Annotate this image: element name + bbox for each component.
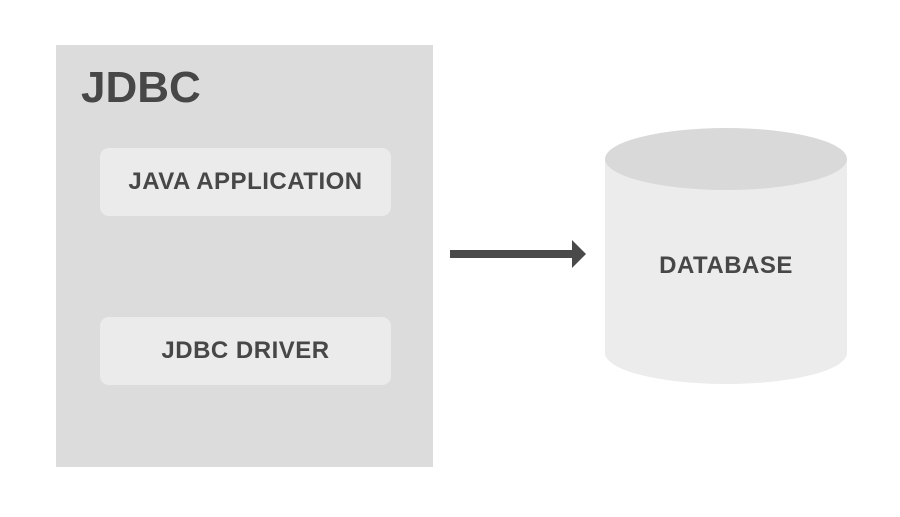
jdbc-group-box: JDBC JAVA APPLICATION JDBC DRIVER	[56, 45, 433, 467]
right-arrow-icon	[450, 240, 586, 268]
database-cylinder-icon	[605, 128, 847, 384]
database-label: DATABASE	[659, 252, 793, 279]
java-application-box: JAVA APPLICATION	[100, 148, 391, 216]
database-cylinder: DATABASE	[605, 128, 847, 384]
jdbc-group-title: JDBC	[81, 63, 201, 112]
jdbc-driver-box: JDBC DRIVER	[100, 317, 391, 385]
java-application-label: JAVA APPLICATION	[128, 168, 363, 195]
jdbc-driver-label: JDBC DRIVER	[161, 337, 330, 364]
